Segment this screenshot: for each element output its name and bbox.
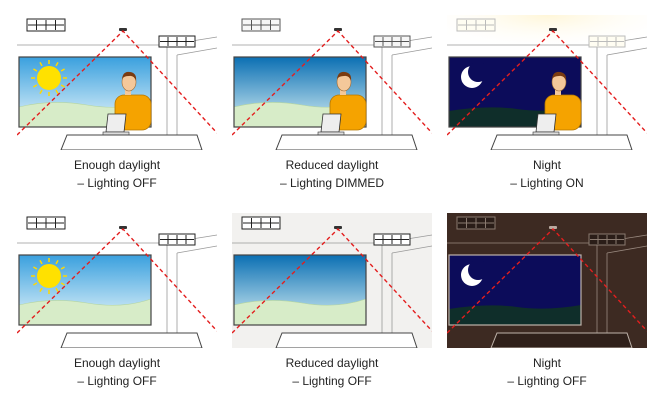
panel-caption: Night – Lighting OFF [447, 354, 647, 390]
sensor-detection-cone [447, 29, 647, 136]
sensor-detection-cone [17, 29, 217, 136]
caption-lighting-state: – Lighting ON [510, 176, 584, 190]
moon-icon [461, 260, 488, 286]
motion-sensor-icon [119, 28, 127, 31]
hair [552, 71, 567, 81]
caption-condition: Night [532, 356, 561, 370]
caption-condition: Enough daylight [73, 356, 161, 370]
panel-1-2: Reduced daylight – Lighting DIMMED [232, 15, 432, 196]
panel-caption: Enough daylight – Lighting OFF [17, 354, 217, 390]
ceiling-light-icon [241, 216, 411, 246]
sensor-detection-cone [232, 29, 432, 136]
desk [60, 332, 203, 348]
ceiling-light-icon [241, 18, 411, 48]
hair [337, 71, 352, 81]
ceiling-light-icon [456, 216, 626, 246]
panel-2-1: Enough daylight – Lighting OFF [17, 213, 217, 394]
panel-2-3: Night – Lighting OFF [447, 213, 647, 394]
hair [122, 71, 137, 81]
motion-sensor-icon [334, 226, 342, 229]
room-scene [17, 15, 217, 150]
sun-icon [31, 60, 67, 96]
panel-1-1: Enough daylight – Lighting OFF [17, 15, 217, 196]
sensor-detection-cone [232, 227, 432, 334]
window [18, 254, 152, 326]
room-outline [232, 234, 432, 348]
sun-icon [31, 258, 67, 294]
caption-condition: Enough daylight [73, 158, 161, 172]
panel-caption: Night – Lighting ON [447, 156, 647, 192]
caption-condition: Reduced daylight [285, 356, 379, 370]
ceiling-light-icon [26, 18, 196, 48]
room-scene [232, 15, 432, 150]
caption-lighting-state: – Lighting OFF [292, 374, 372, 388]
caption-lighting-state: – Lighting OFF [77, 374, 157, 388]
ceiling-light-icon [26, 216, 196, 246]
sensor-detection-cone [17, 227, 217, 334]
ceiling-light-icon [456, 18, 626, 48]
moon-icon [461, 62, 488, 88]
desk [275, 134, 418, 150]
desk [275, 332, 418, 348]
window-ground [18, 298, 152, 326]
room-scene [447, 15, 647, 150]
window [233, 254, 367, 326]
panel-1-3: Night – Lighting ON [447, 15, 647, 196]
window-ground [449, 305, 581, 325]
desk [60, 134, 203, 150]
panel-2-2: Reduced daylight – Lighting OFF [232, 213, 432, 394]
room-scene [447, 213, 647, 348]
caption-condition: Night [532, 158, 561, 172]
panel-caption: Reduced daylight – Lighting OFF [232, 354, 432, 390]
motion-sensor-icon [549, 28, 557, 31]
motion-sensor-icon [334, 28, 342, 31]
caption-lighting-state: – Lighting OFF [507, 374, 587, 388]
sensor-detection-cone [447, 227, 647, 334]
caption-lighting-state: – Lighting DIMMED [279, 176, 385, 190]
motion-sensor-icon [549, 226, 557, 229]
panel-caption: Reduced daylight – Lighting DIMMED [232, 156, 432, 192]
laptop-icon [532, 113, 560, 136]
motion-sensor-icon [119, 226, 127, 229]
room-scene [17, 213, 217, 348]
desk [490, 134, 633, 150]
room-scene [232, 213, 432, 348]
window-ground [233, 298, 367, 326]
caption-lighting-state: – Lighting OFF [77, 176, 157, 190]
panel-caption: Enough daylight – Lighting OFF [17, 156, 217, 192]
caption-condition: Reduced daylight [285, 158, 379, 172]
desk [490, 332, 633, 348]
